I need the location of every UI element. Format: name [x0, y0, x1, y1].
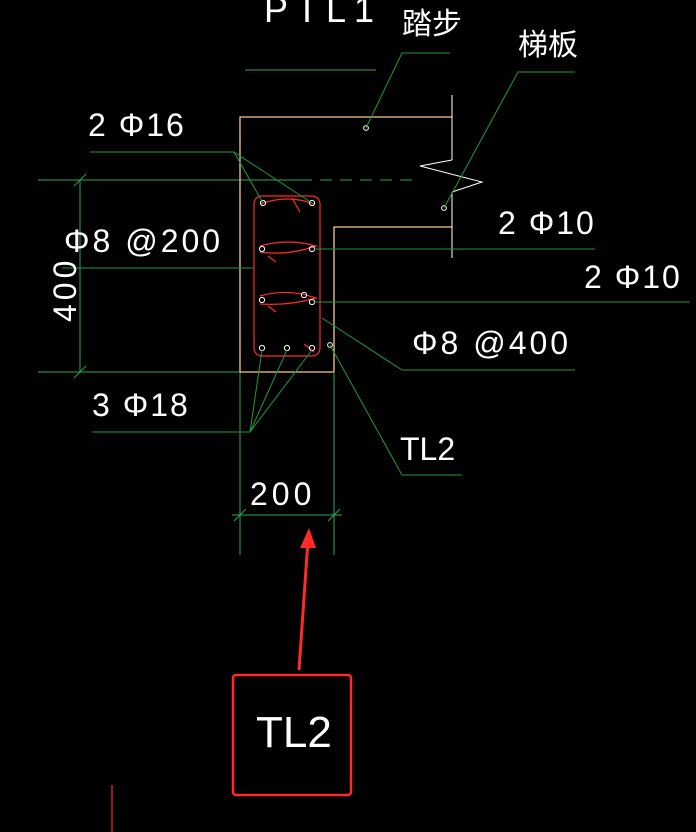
rebar-dot — [258, 245, 266, 253]
rebar-dot — [258, 296, 266, 304]
annotation-arrow — [297, 528, 316, 671]
height-dim-label: 400 — [47, 257, 83, 322]
leader-dot — [363, 125, 369, 131]
leader-lines — [62, 52, 690, 476]
rebar-dot — [308, 199, 316, 207]
stirrup-main-label: Φ8 @200 — [64, 223, 223, 259]
rebar-dot — [259, 199, 267, 207]
ptl-top-label: PTL1 — [264, 0, 382, 30]
top-bars-label: 2 Φ16 — [88, 107, 186, 143]
dimension-lines — [38, 69, 420, 555]
tiban-label: 梯板 — [518, 28, 578, 63]
stirrup-side-label: Φ8 @400 — [412, 325, 571, 361]
callout-box-label: TL2 — [256, 708, 332, 757]
callout-box — [231, 673, 353, 797]
leader-dot — [441, 205, 447, 211]
tabu-label: 踏步 — [402, 7, 462, 42]
leader-dot — [327, 342, 333, 348]
rebar-bars — [258, 125, 447, 352]
rebar-dot — [300, 291, 308, 299]
right-bar-2-label: 2 Φ10 — [584, 259, 682, 295]
rebar-dot — [308, 298, 316, 306]
rebar-cage — [253, 195, 321, 357]
beam-leader-label: TL2 — [400, 431, 455, 467]
bottom-bars-label: 3 Φ18 — [92, 387, 190, 423]
rebar-dot — [283, 344, 291, 352]
right-bar-1-label: 2 Φ10 — [498, 205, 596, 241]
width-dim-label: 200 — [250, 476, 315, 512]
break-line — [419, 95, 484, 258]
beam-outline — [239, 116, 452, 373]
rebar-dot — [258, 344, 266, 352]
